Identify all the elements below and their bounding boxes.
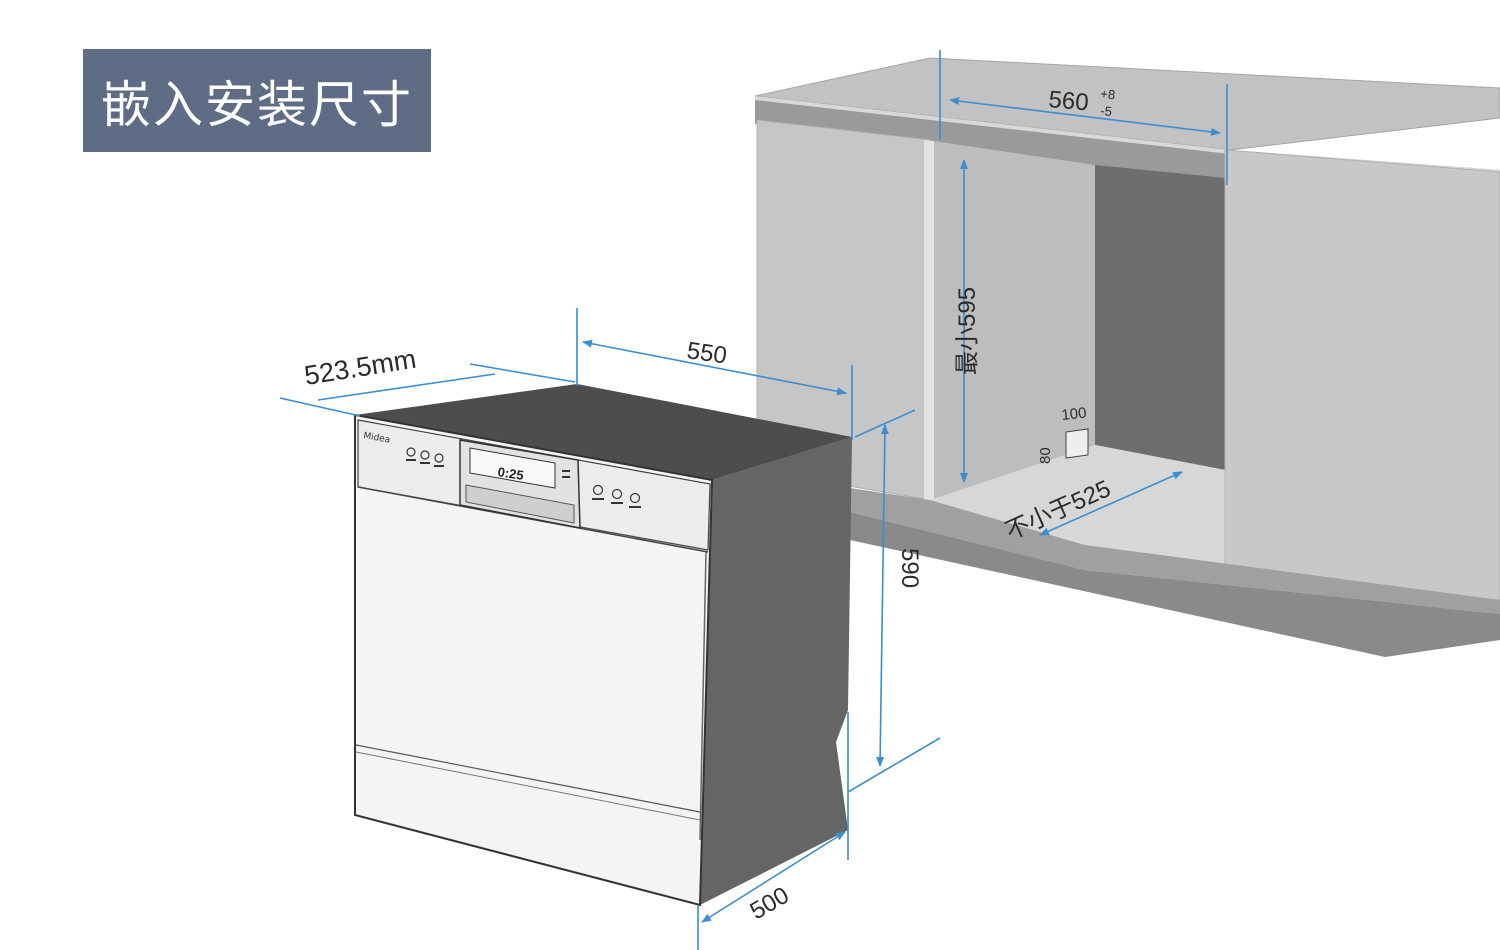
dimension-lines bbox=[279, 50, 1228, 950]
display-window bbox=[469, 447, 556, 489]
label-dishwasher-base-depth: 500 bbox=[746, 882, 794, 925]
cabinet-back-wall bbox=[934, 141, 1095, 500]
label-toe-kick-depth: 100 bbox=[1061, 404, 1088, 424]
control-button bbox=[420, 450, 430, 460]
label-cabinet-height: 最小595 bbox=[954, 287, 981, 375]
page-title: 嵌入安装尺寸 bbox=[101, 75, 413, 134]
height-590-line bbox=[876, 424, 889, 767]
label-dishwasher-depth: 523.5mm bbox=[302, 344, 418, 391]
right-buttons bbox=[562, 470, 641, 508]
cabinet bbox=[754, 57, 1500, 657]
left-buttons bbox=[406, 447, 444, 467]
label-toe-kick-height: 80 bbox=[1037, 447, 1054, 464]
control-button bbox=[629, 492, 641, 504]
dishwasher-side bbox=[700, 437, 852, 905]
dishwasher-front bbox=[354, 413, 714, 907]
cabinet-depth-line bbox=[1039, 471, 1183, 536]
control-button bbox=[592, 484, 604, 496]
control-button bbox=[406, 447, 416, 457]
cabinet-right-panel bbox=[1224, 149, 1500, 601]
cabinet-right-inner-side bbox=[1095, 165, 1225, 470]
title-banner: 嵌入安装尺寸 bbox=[83, 49, 431, 152]
toe-kick-notch bbox=[1065, 428, 1089, 459]
display-readout: 0:25 bbox=[497, 464, 525, 483]
cabinet-plinth-top bbox=[850, 488, 1500, 614]
brand-logo: Midea bbox=[362, 431, 390, 446]
label-cabinet-width-tol-minus: -5 bbox=[1100, 103, 1113, 119]
dishwasher-top bbox=[355, 384, 852, 480]
cabinet-width-line bbox=[949, 97, 1221, 136]
control-button bbox=[611, 488, 623, 500]
dishwasher: 0:25 Midea bbox=[354, 384, 852, 907]
control-button bbox=[434, 453, 444, 463]
cabinet-plinth-front bbox=[850, 512, 1500, 657]
width-550-line bbox=[582, 339, 847, 396]
cabinet-left-inner-edge bbox=[924, 140, 934, 500]
label-dishwasher-height: 590 bbox=[896, 548, 923, 588]
label-dishwasher-width: 550 bbox=[685, 337, 728, 369]
label-cabinet-width-tol-plus: +8 bbox=[1100, 86, 1116, 102]
depth-500-line bbox=[701, 831, 846, 923]
label-cabinet-width: 560 bbox=[1047, 86, 1089, 116]
